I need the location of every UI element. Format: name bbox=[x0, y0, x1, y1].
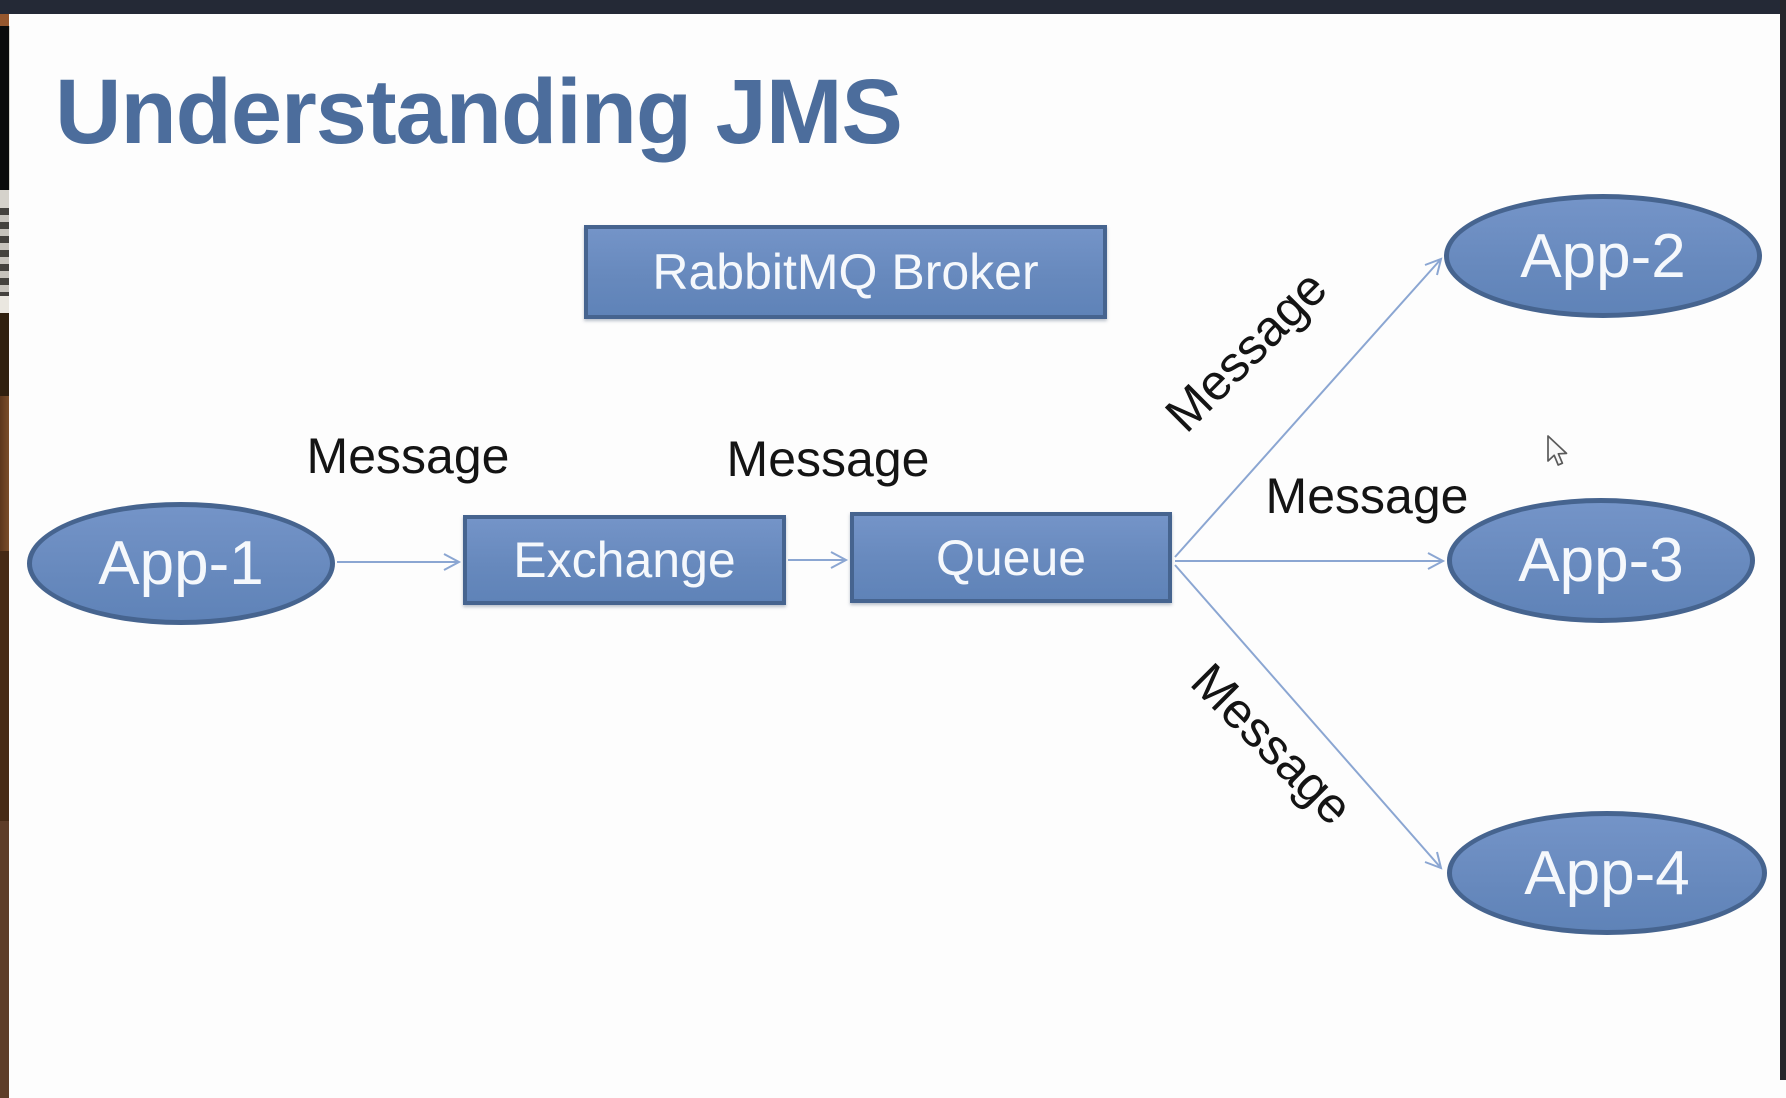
node-app-1: App-1 bbox=[27, 502, 335, 625]
edge-label-message-2: Message bbox=[726, 431, 930, 487]
strip-segment-darkbrown-1 bbox=[0, 313, 9, 396]
edge-label-message-3: Message bbox=[1154, 259, 1338, 443]
node-app-3-label: App-3 bbox=[1518, 526, 1684, 595]
arrow-app1-to-exchange bbox=[337, 553, 462, 571]
arrow-queue-to-app3 bbox=[1175, 552, 1446, 570]
node-queue-label: Queue bbox=[935, 529, 1087, 586]
strip-segment-black bbox=[0, 26, 10, 190]
window-top-bar bbox=[0, 0, 1786, 14]
node-exchange-label: Exchange bbox=[513, 532, 736, 588]
strip-segment-graybrown bbox=[0, 821, 9, 1098]
edge-label-message-5: Message bbox=[1180, 652, 1364, 836]
desktop-edge-strip bbox=[0, 14, 10, 1098]
node-app-3: App-3 bbox=[1447, 498, 1755, 623]
node-queue: Queue bbox=[850, 512, 1172, 603]
arrow-exchange-to-queue bbox=[788, 551, 849, 569]
node-app-4-label: App-4 bbox=[1524, 838, 1690, 908]
edge-label-message-1: Message bbox=[306, 428, 510, 484]
strip-segment-rust bbox=[0, 14, 9, 26]
slide-title: Understanding JMS bbox=[55, 61, 903, 163]
strip-segment-darkbrown-2 bbox=[0, 551, 9, 821]
node-app-2: App-2 bbox=[1444, 194, 1762, 318]
strip-segment-offwhite bbox=[0, 296, 9, 313]
window-right-bar bbox=[1780, 0, 1786, 1080]
node-rabbitmq-broker-label: RabbitMQ Broker bbox=[652, 244, 1039, 300]
edge-label-message-4: Message bbox=[1265, 468, 1469, 524]
strip-segment-lightgray bbox=[0, 190, 9, 208]
mouse-cursor-icon bbox=[1547, 435, 1568, 466]
strip-segment-stripes bbox=[0, 208, 9, 296]
strip-segment-brown bbox=[0, 396, 9, 551]
node-rabbitmq-broker: RabbitMQ Broker bbox=[584, 225, 1107, 319]
node-exchange: Exchange bbox=[463, 515, 786, 605]
node-app-1-label: App-1 bbox=[98, 529, 264, 598]
node-app-4: App-4 bbox=[1447, 811, 1767, 935]
node-app-2-label: App-2 bbox=[1520, 221, 1686, 291]
